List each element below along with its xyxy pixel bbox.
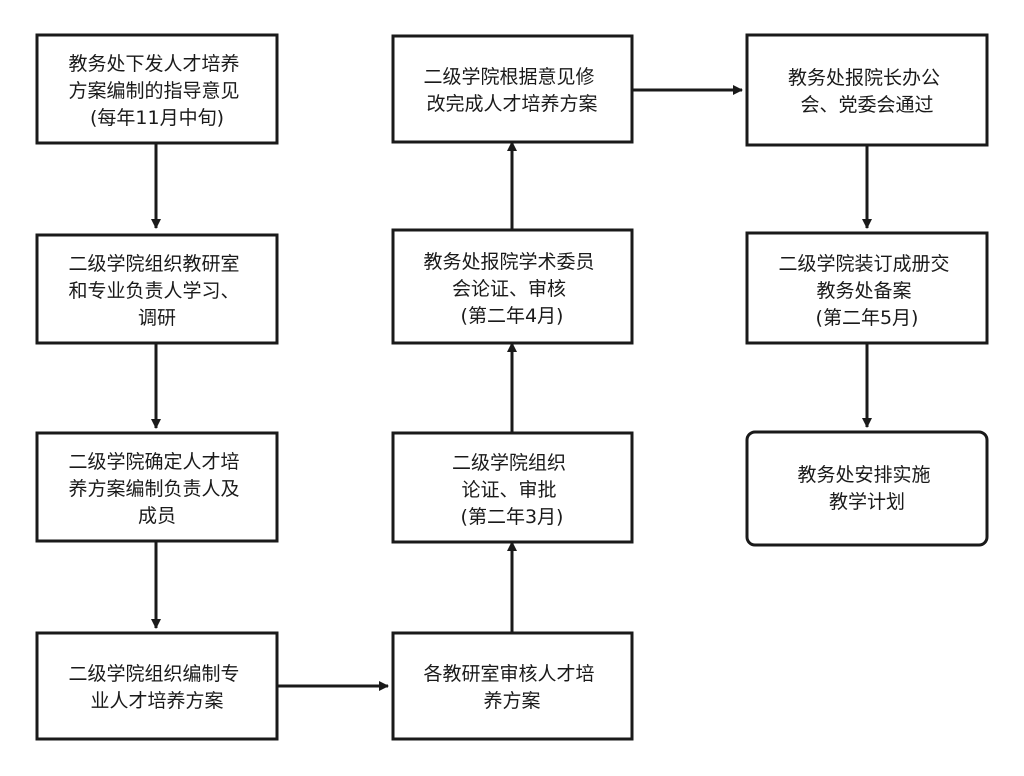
- node-box: [391, 631, 634, 741]
- node-review-plan: 各教研室审核人才培 养方案: [391, 631, 634, 741]
- node-label: 二级学院根据意见修 改完成人才培养方案: [423, 66, 600, 115]
- node-label: 教务处下发人才培养 方案编制的指导意见 (每年11月中旬): [68, 53, 245, 129]
- node-box: [35, 631, 279, 741]
- node-label: 教务处报院长办公 会、党委会通过: [788, 67, 946, 116]
- node-box: [391, 228, 634, 345]
- node-label: 二级学院确定人才培 养方案编制负责人及 成员: [68, 451, 245, 527]
- node-box: [391, 431, 634, 544]
- node-box: [391, 34, 634, 144]
- node-box: [35, 431, 279, 543]
- node-label: 二级学院装订成册交 教务处备案 (第二年5月): [778, 253, 955, 329]
- edges: [151, 85, 872, 691]
- node-label: 教务处报院学术委员 会论证、审核 (第二年4月): [423, 251, 600, 327]
- node-compile-plan: 二级学院组织编制专 业人才培养方案: [35, 631, 279, 741]
- node-box: [745, 231, 989, 345]
- node-box: [35, 33, 279, 145]
- node-organize-study: 二级学院组织教研室 和专业负责人学习、 调研: [35, 233, 279, 345]
- node-label: 二级学院组织编制专 业人才培养方案: [68, 663, 245, 712]
- node-determine-members: 二级学院确定人才培 养方案编制负责人及 成员: [35, 431, 279, 543]
- node-issue-guidelines: 教务处下发人才培养 方案编制的指导意见 (每年11月中旬): [35, 33, 279, 145]
- node-implement-plan: 教务处安排实施 教学计划: [745, 430, 989, 547]
- node-box: [745, 33, 989, 147]
- node-revise-plan: 二级学院根据意见修 改完成人才培养方案: [391, 34, 634, 144]
- node-label: 二级学院组织 论证、审批 (第二年3月): [452, 452, 572, 528]
- node-label: 教务处安排实施 教学计划: [797, 464, 936, 513]
- node-box: [745, 430, 989, 547]
- node-leadership-approval: 教务处报院长办公 会、党委会通过: [745, 33, 989, 147]
- node-box: [35, 233, 279, 345]
- node-label: 各教研室审核人才培 养方案: [423, 663, 600, 712]
- node-label: 二级学院组织教研室 和专业负责人学习、 调研: [68, 253, 245, 329]
- node-academic-committee: 教务处报院学术委员 会论证、审核 (第二年4月): [391, 228, 634, 345]
- node-college-approval: 二级学院组织 论证、审批 (第二年3月): [391, 431, 634, 544]
- node-binding-filing: 二级学院装订成册交 教务处备案 (第二年5月): [745, 231, 989, 345]
